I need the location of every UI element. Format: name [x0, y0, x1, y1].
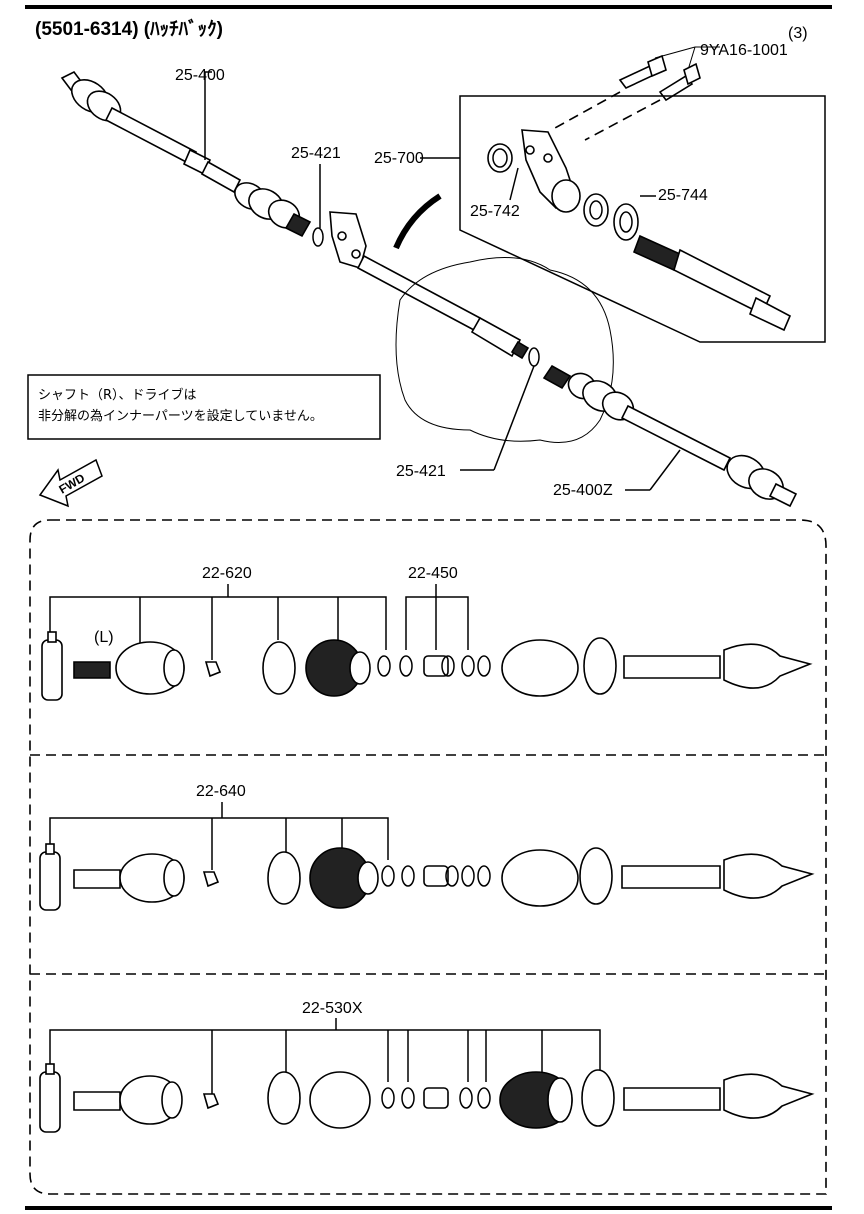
drive-shaft-right: [542, 364, 798, 508]
direction-arrow: [393, 193, 442, 250]
page-title: (5501-6314) (ﾊｯﾁﾊﾞｯｸ): [35, 17, 223, 40]
kit-1-part2: 22-450: [408, 565, 458, 582]
note-line-2: 非分解の為インナーパーツを設定していません。: [38, 408, 323, 424]
clip-upper: [312, 227, 324, 247]
fwd-arrow-icon: FWD: [38, 458, 103, 508]
kit-row-2: 22-640: [39, 783, 815, 911]
label-25-744: 25-744: [658, 187, 708, 204]
bolt-part-label: 9YA16-1001: [700, 42, 788, 59]
note-box: シャフト（R）、ドライブは 非分解の為インナーパーツを設定していません。: [27, 374, 381, 440]
label-25-400z: 25-400Z: [553, 482, 613, 499]
kit-1-side: (L): [94, 629, 114, 646]
bolt-group: [554, 46, 720, 141]
bearing-detail-box: [420, 95, 826, 343]
center-bearing-shaft: [329, 211, 530, 360]
kit-row-3: 22-530X: [39, 1000, 815, 1133]
transmission-outline: [395, 257, 614, 443]
label-25-400: 25-400: [175, 67, 225, 84]
bolt-qty-label: (3): [788, 25, 808, 42]
kit-row-1: 22-620 22-450 (L): [41, 565, 813, 701]
kit-1-part: 22-620: [202, 565, 252, 582]
clip-lower: [528, 347, 540, 367]
note-line-1: シャフト（R）、ドライブは: [38, 387, 197, 403]
label-25-421-upper: 25-421: [291, 145, 341, 162]
label-25-421-lower: 25-421: [396, 463, 446, 480]
label-25-742: 25-742: [470, 203, 520, 220]
kit-2-part: 22-640: [196, 783, 246, 800]
label-25-700: 25-700: [374, 150, 424, 167]
drive-shaft-left: [60, 70, 312, 238]
kit-3-part: 22-530X: [302, 1000, 363, 1017]
kit-box: [29, 519, 827, 1195]
